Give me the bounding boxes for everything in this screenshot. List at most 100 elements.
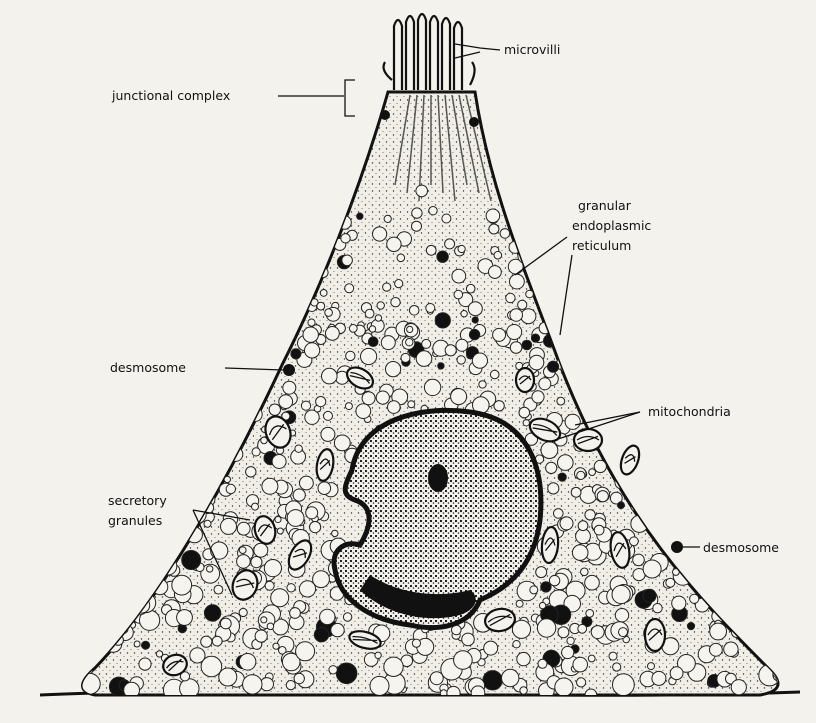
granule [381,336,395,350]
granule [162,533,174,545]
granule [156,651,162,657]
label-granular-er-1: granular [578,198,632,213]
granule [221,518,237,534]
granule [216,438,224,446]
granule [437,251,448,262]
granule [261,617,267,623]
granule [530,586,538,594]
granule [316,397,326,407]
granule [322,368,338,384]
granule [90,621,108,639]
label-granular-er-2: endoplasmic [572,218,651,233]
granule [269,404,280,415]
granule [483,671,502,690]
granule [60,660,75,675]
granule [325,309,333,317]
label-secretory-granules-2: granules [108,513,162,528]
granule [484,641,498,655]
granule [558,627,569,638]
granule [124,554,133,563]
granule [301,294,309,302]
microvillus-tip [384,62,392,80]
granule [490,370,499,379]
desmosome-right-dot [671,541,683,553]
label-microvilli: microvilli [504,42,560,57]
granule [248,328,262,342]
granule [265,378,272,385]
granule [210,393,223,406]
granule [388,401,401,414]
granule [546,462,557,473]
granule [687,531,694,538]
microvillus [406,16,414,90]
granule [334,435,350,451]
granule [517,652,530,665]
granule [710,623,727,640]
granule [643,469,652,478]
granule [469,329,479,339]
granule [291,264,297,270]
mitochondrion [516,368,534,392]
granule [118,624,128,634]
granule [164,553,174,563]
granule [630,537,639,546]
granule [139,658,151,670]
label-desmosome-right: desmosome [703,540,779,555]
microvillus [394,20,402,90]
granule [493,328,506,341]
granule [229,447,243,461]
granule [562,646,574,658]
granule [558,473,566,481]
granule [129,574,138,583]
granule [204,520,211,527]
granule [287,510,304,527]
granule [752,632,771,651]
granule [457,356,465,364]
granule [572,545,588,561]
granule [698,503,713,518]
granule [251,356,262,367]
granule [693,505,711,523]
granule [172,516,182,526]
granule [331,623,344,636]
granule [686,518,704,536]
granule [529,355,544,370]
granule [587,358,601,372]
granule [456,339,468,351]
granule [395,280,403,288]
granule [239,654,256,671]
granule [291,349,301,359]
granule [472,353,487,368]
granule [201,636,212,647]
granule [657,519,676,538]
microvillus-tip [470,62,475,85]
granule [613,663,621,671]
granule [391,298,400,307]
granule [513,641,520,648]
granule [275,516,281,522]
granule [541,442,558,459]
granule [591,409,602,420]
granule [314,229,327,242]
granule [570,325,583,338]
granule [343,613,351,621]
granule [273,643,279,649]
granule [429,207,437,215]
granule [262,478,278,494]
granule [422,339,431,348]
granule [134,641,140,647]
granule [176,532,184,540]
granule [214,418,229,433]
granule [271,589,289,607]
granule [548,361,559,372]
granule [435,313,450,328]
granule [424,379,440,395]
granule [329,666,337,674]
granule [731,680,746,695]
granule [239,547,246,554]
granule [368,337,378,347]
granule [642,488,655,501]
granule [542,275,557,290]
granule [407,326,413,332]
